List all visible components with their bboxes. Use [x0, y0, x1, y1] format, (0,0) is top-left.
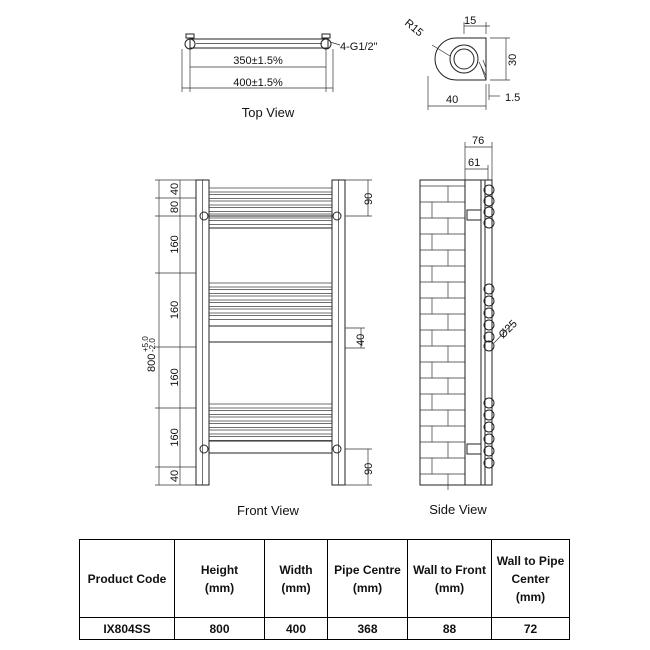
bottom-left-valve — [199, 444, 209, 454]
tube-section — [483, 457, 495, 469]
column-header-height: Height (mm) — [174, 539, 265, 618]
front-rails — [208, 187, 333, 454]
top-view-label: Top View — [242, 105, 295, 120]
towel-rail — [208, 410, 333, 415]
overall-width-dimension: 400±1.5% — [233, 77, 283, 89]
right-top-dimension: 90 — [363, 193, 375, 205]
bracket-outline — [434, 37, 487, 81]
towel-rail — [208, 416, 333, 422]
top-wall-bracket — [466, 209, 482, 221]
tube-section — [483, 307, 495, 319]
tube-section — [483, 283, 495, 295]
top-rail — [189, 38, 329, 49]
wall-gap — [464, 179, 486, 486]
left-spacing-label: 40 — [169, 183, 181, 195]
right-mid-dimension: 40 — [355, 334, 367, 346]
tube-section — [483, 217, 495, 229]
top-right-valve — [332, 211, 342, 221]
left-spacing-label: 160 — [169, 428, 181, 446]
column-header-width: Width (mm) — [264, 539, 328, 618]
towel-rail — [208, 295, 333, 301]
technical-drawing: 350±1.5% 400±1.5% 4-G1/2" Top View 15 30… — [141, 15, 520, 518]
towel-rail — [208, 403, 333, 409]
tube-section — [483, 397, 495, 409]
towel-rail — [208, 436, 333, 441]
bracket-detail: 15 30 R15 40 1.5 — [402, 15, 520, 110]
wall — [419, 179, 466, 486]
side-tubes — [483, 184, 495, 469]
towel-rail — [208, 423, 333, 428]
top-left-valve — [199, 211, 209, 221]
detail-height-dimension: 30 — [507, 54, 519, 66]
top-view: 350±1.5% 400±1.5% 4-G1/2" Top View — [181, 33, 378, 120]
centres-dimension: 350±1.5% — [233, 55, 283, 67]
cell-wall-to-front: 88 — [407, 617, 492, 640]
towel-rail — [208, 302, 333, 307]
cell-width: 400 — [264, 617, 328, 640]
tube-section — [483, 340, 495, 352]
towel-rail — [208, 429, 333, 435]
towel-rail — [208, 289, 333, 294]
detail-radius-dimension: R15 — [402, 17, 425, 39]
towel-rail — [208, 282, 333, 288]
tube-section — [483, 433, 495, 445]
cell-pipe-centre: 368 — [327, 617, 408, 640]
tube-section — [483, 409, 495, 421]
column-header-product-code: Product Code — [79, 539, 175, 618]
towel-rail — [208, 187, 333, 193]
cell-product-code: IX804SS — [79, 617, 175, 640]
table-row: IX804SS 800 400 368 88 72 — [79, 617, 570, 640]
bottom-right-valve — [332, 444, 342, 454]
tube-section — [483, 421, 495, 433]
side-outer-dimension: 76 — [472, 135, 484, 147]
left-spacing-label: 160 — [169, 368, 181, 386]
towel-rail — [208, 440, 333, 454]
towel-rail — [208, 308, 333, 314]
cell-height: 800 — [174, 617, 265, 640]
tube-section — [483, 331, 495, 343]
tube-section — [483, 206, 495, 218]
left-spacing-labels: 40 80 160 160 160 160 40 — [169, 183, 181, 482]
towel-rail — [208, 315, 333, 320]
detail-depth-dimension: 40 — [446, 94, 458, 106]
tube-section — [483, 195, 495, 207]
towel-rail — [208, 325, 333, 343]
tube-diameter-dimension: Ø25 — [497, 318, 520, 341]
height-tolerance-upper: +5.0 — [141, 336, 150, 352]
tube-section — [483, 295, 495, 307]
cell-wall-to-pipe-center: 72 — [491, 617, 570, 640]
left-spacing-label: 160 — [169, 301, 181, 319]
height-tolerance-lower: -2.0 — [148, 338, 157, 352]
bottom-wall-bracket — [466, 443, 482, 455]
towel-rail — [208, 215, 333, 229]
detail-width-dimension: 15 — [464, 15, 476, 27]
towel-rail — [208, 207, 333, 212]
left-spacing-label: 160 — [169, 235, 181, 253]
table-header-row: Product Code Height (mm) Width (mm) Pipe… — [79, 539, 570, 618]
left-spacing-label: 40 — [169, 470, 181, 482]
front-view-label: Front View — [237, 503, 300, 518]
side-view-label: Side View — [429, 502, 487, 517]
side-inner-dimension: 61 — [468, 157, 480, 169]
side-view: 76 61 Ø25 Side View — [419, 135, 520, 517]
towel-rail — [208, 220, 333, 225]
column-header-wall-to-pipe-center: Wall to Pipe Center (mm) — [491, 539, 570, 618]
column-header-wall-to-front: Wall to Front (mm) — [407, 539, 492, 618]
column-header-pipe-centre: Pipe Centre (mm) — [327, 539, 408, 618]
towel-rail — [208, 194, 333, 199]
spec-table: Product Code Height (mm) Width (mm) Pipe… — [79, 539, 570, 640]
front-view: 800 +5.0 -2.0 40 80 160 160 160 160 40 90 40 9… — [141, 179, 375, 518]
tube-section — [483, 445, 495, 457]
tube-section — [483, 184, 495, 196]
left-spacing-label: 80 — [169, 201, 181, 213]
overall-height-dimension: 800 — [146, 354, 158, 372]
tube-section — [483, 319, 495, 331]
thread-dimension: 4-G1/2" — [340, 41, 378, 53]
wall-bricks — [420, 185, 465, 490]
towel-rail — [208, 200, 333, 206]
right-bottom-dimension: 90 — [363, 463, 375, 475]
detail-gap-dimension: 1.5 — [505, 92, 520, 104]
bracket-inner-circle — [453, 48, 475, 70]
bracket-outer-circle — [449, 44, 479, 74]
